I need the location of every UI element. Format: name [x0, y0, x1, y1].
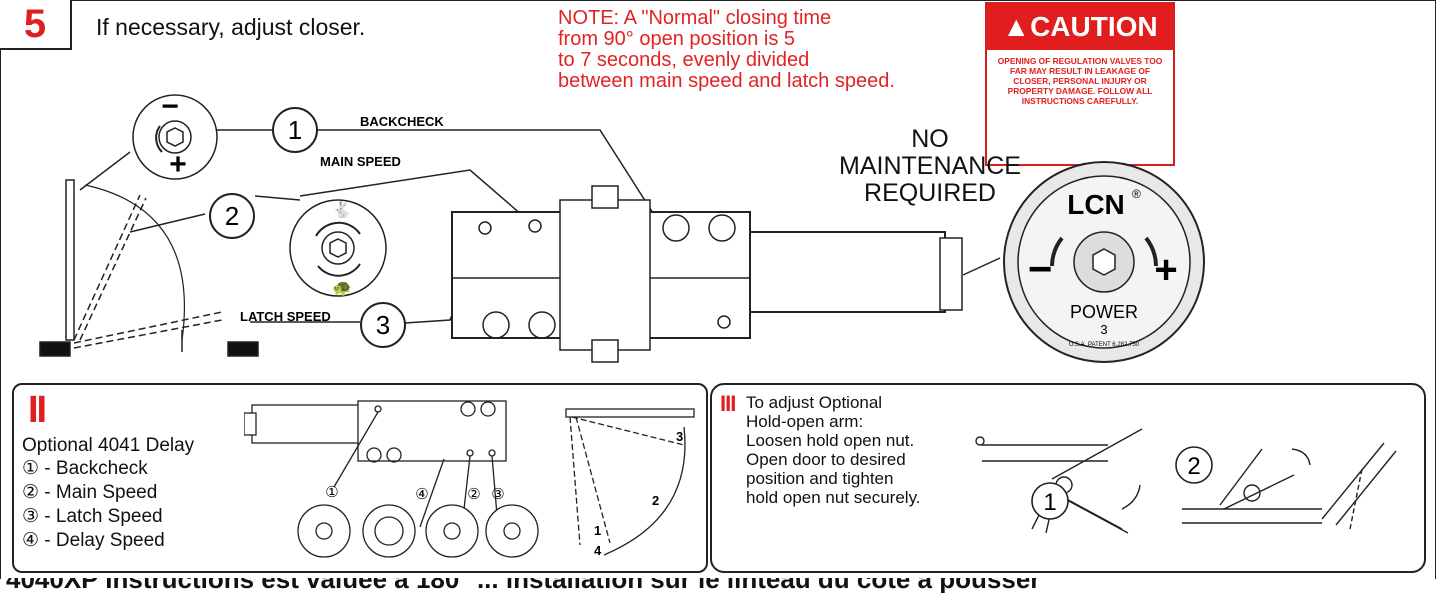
instruction-line: position and tighten: [746, 469, 894, 488]
legend-latch-speed: ③ - Latch Speed: [22, 506, 163, 527]
main-speed-label: MAIN SPEED: [320, 154, 401, 169]
instruction-line: Hold-open arm:: [746, 412, 864, 431]
delay-callout-2: ②: [467, 486, 480, 503]
instruction-line: Loosen hold open nut.: [746, 431, 915, 450]
backcheck-label: BACKCHECK: [360, 114, 444, 129]
note-line: NOTE: A "Normal" closing time: [558, 7, 832, 29]
callout-3: 3: [360, 302, 406, 348]
speed-adjust-dial: [289, 199, 387, 297]
legend-backcheck: ① - Backcheck: [22, 458, 148, 479]
delay-closer-drawing: ① ④ ② ③ 3 2 1 4: [244, 400, 695, 558]
caution-label: ▲CAUTION OPENING OF REGULATION VALVES TO…: [985, 2, 1175, 166]
maintenance-line: MAINTENANCE: [839, 152, 1021, 180]
callout-1-num: 1: [288, 115, 302, 145]
backcheck-adjust-dial: [132, 94, 218, 180]
delay-callout-1: ①: [325, 484, 338, 501]
caution-body: OPENING OF REGULATION VALVES TOO FAR MAY…: [997, 56, 1163, 106]
door-closer-body: [451, 185, 963, 363]
power-label: POWER: [1070, 302, 1138, 322]
power-adjust-dial: [962, 161, 1205, 363]
optional-delay-panel: II Optional 4041 Delay ① - Backcheck ② -…: [12, 383, 708, 573]
arc-label-2: 2: [652, 493, 659, 508]
callout-2: 2: [209, 193, 255, 239]
hold-open-arm-drawing: 1 2: [975, 428, 1397, 534]
power-minus: −: [1028, 245, 1053, 292]
hold-open-step-2: 2: [1187, 453, 1200, 480]
delay-callout-4: ④: [415, 486, 428, 503]
arc-label-3: 3: [676, 429, 683, 444]
legend-delay-speed: ④ - Delay Speed: [22, 530, 165, 551]
latch-speed-label: LATCH SPEED: [240, 309, 331, 324]
callout-3-num: 3: [376, 310, 390, 340]
caution-heading: ▲CAUTION: [987, 4, 1173, 50]
no-maintenance-text: NO MAINTENANCE REQUIRED: [835, 126, 1025, 207]
instruction-line: To adjust Optional: [746, 393, 883, 412]
door-swing-drawing: [39, 179, 259, 357]
hold-open-step-1: 1: [1043, 489, 1056, 516]
step-instruction: If necessary, adjust closer.: [96, 14, 366, 40]
callout-1: 1: [272, 107, 318, 153]
panel-iii-mark: III: [720, 391, 736, 416]
panel-ii-title: Optional 4041 Delay: [22, 435, 195, 456]
patent-text: U.S.A. PATENT 6,282,750: [1069, 342, 1140, 348]
legend-main-speed: ② - Main Speed: [22, 482, 158, 503]
maintenance-line: REQUIRED: [864, 179, 996, 207]
note-line: from 90° open position is 5: [558, 28, 796, 50]
hold-open-instructions: To adjust Optional Hold-open arm: Loosen…: [746, 393, 1006, 507]
power-plus: +: [1154, 248, 1177, 292]
note-line: between main speed and latch speed.: [558, 70, 895, 92]
lcn-logo: LCN: [1067, 189, 1125, 220]
arc-label-4: 4: [594, 543, 602, 558]
arc-label-1: 1: [594, 523, 601, 538]
instruction-line: hold open nut securely.: [746, 488, 921, 507]
rabbit-icon: 🐇: [332, 200, 352, 219]
registered-mark: ®: [1132, 187, 1141, 201]
closer-adjustment-diagram: 1 2 3 BACKCHECK MAIN SPEED LATCH SPEED −…: [39, 90, 1205, 363]
callout-2-num: 2: [225, 201, 239, 231]
step-number: 5: [0, 0, 72, 50]
delay-callout-3: ③: [491, 486, 504, 503]
footer-text: 4040XP Instructions est valuée à 180° ..…: [6, 578, 1041, 593]
plus-sign: +: [169, 148, 187, 181]
maintenance-line: NO: [911, 125, 949, 153]
note-line: to 7 seconds, evenly divided: [558, 49, 810, 71]
closing-time-note: NOTE: A "Normal" closing time from 90° o…: [558, 8, 978, 92]
warning-triangle-icon: ▲: [1002, 11, 1031, 42]
minus-sign: −: [161, 90, 179, 123]
turtle-icon: 🐢: [332, 280, 352, 297]
footer-strip: 4040XP Instructions est valuée à 180° ..…: [0, 578, 1436, 593]
hold-open-arm-panel: III To adjust Optional Hold-open arm: Lo…: [710, 383, 1426, 573]
instruction-line: Open door to desired: [746, 450, 906, 469]
panel-ii-mark: II: [28, 389, 47, 431]
power-value: 3: [1100, 322, 1107, 337]
caution-heading-text: CAUTION: [1030, 11, 1158, 42]
